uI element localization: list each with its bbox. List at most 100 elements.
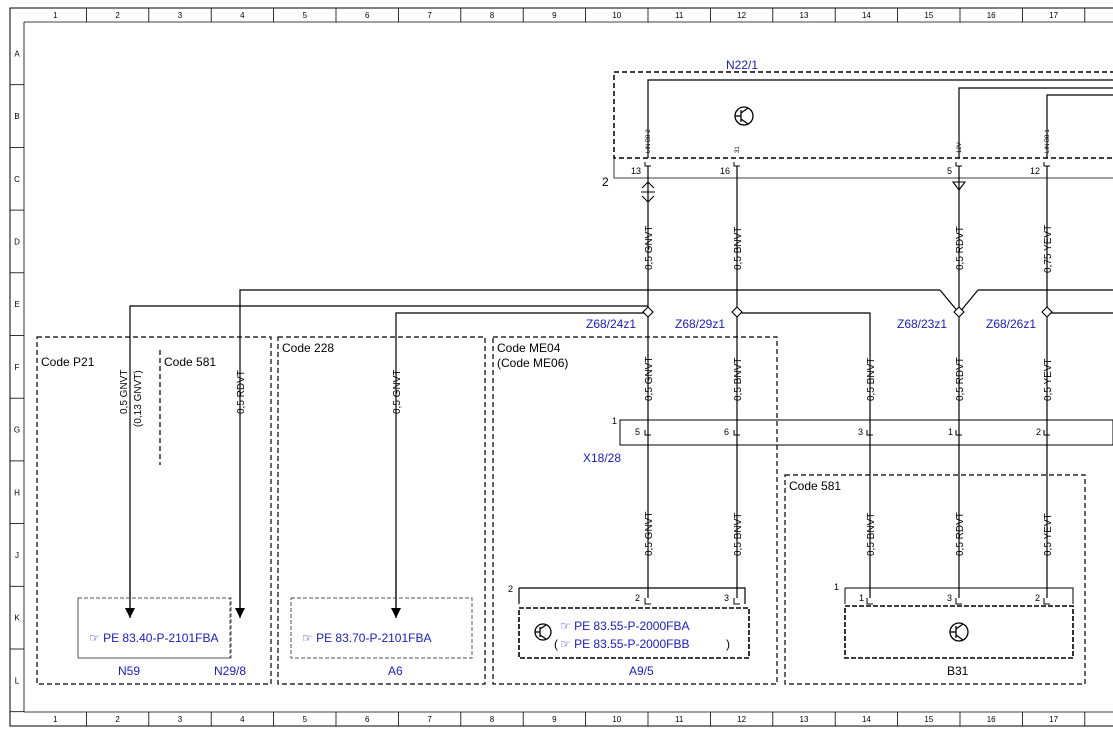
component-b31: 1 1 3 2 B31: [834, 582, 1074, 678]
wire-labels: 0,5 GNVT 0,5 BNVT 0,5 RDVT 0,75 YEVT 0,5…: [119, 225, 1054, 556]
wire-gnvt-low: 0,5 GNVT: [644, 512, 655, 556]
grid-column-label: 15: [924, 11, 933, 20]
grid-column-label: 16: [987, 715, 996, 724]
wire-rdvt-581: 0,5 RDVT: [236, 370, 247, 414]
connector-pin-6: 6: [724, 427, 729, 437]
grid-column-label: 2: [115, 11, 120, 20]
grid-column-label: 17: [1049, 11, 1058, 20]
grid-ticks: [10, 8, 1086, 726]
grid-column-label: 10: [612, 11, 621, 20]
grid-column-label: 7: [427, 11, 432, 20]
grid-column-label: 14: [862, 715, 871, 724]
b31-pin-2: 2: [1035, 593, 1040, 603]
wire-gnvt-mid: 0,5 GNVT: [644, 357, 655, 401]
component-n59-n29: ☞ PE 83.40-P-2101FBA N59 N29/8: [77, 597, 246, 678]
connector-x18-28: 1 X18/28 5 6 3 1 2: [583, 416, 1113, 465]
grid-column-label: 11: [675, 11, 684, 20]
grid-column-label: 7: [427, 715, 432, 724]
wire-yevt-mid: 0,5 YEVT: [1043, 358, 1054, 401]
component-b31-name: B31: [947, 664, 969, 678]
pin-12: 12: [1030, 166, 1040, 176]
wire-arrows: [125, 560, 401, 618]
b31-pin-3: 3: [947, 593, 952, 603]
transistor-icon: [734, 106, 754, 126]
wire-yevt-b31: 0,5 YEVT: [1043, 513, 1054, 556]
pin-5: 5: [947, 166, 952, 176]
component-a9-5-name: A9/5: [629, 664, 654, 678]
b31-marker: 1: [834, 582, 839, 592]
code-581-label: Code 581: [164, 355, 216, 369]
ref-n59-n29: ☞ PE 83.40-P-2101FBA: [89, 631, 219, 645]
ref-a95-2-open: (: [554, 637, 558, 651]
wire-gnvt-top: 0,5 GNVT: [644, 226, 655, 270]
ref-a95-2: ☞ PE 83.55-P-2000FBB: [560, 637, 690, 651]
grid-column-label: 10: [612, 715, 621, 724]
wire-gnvt-p21: 0,5 GNVT: [119, 370, 130, 414]
grid-row-label: J: [15, 551, 19, 560]
grid-column-label: 16: [987, 11, 996, 20]
splice-z68-29z1: Z68/29z1: [675, 317, 725, 331]
splice-diamonds: [642, 306, 1053, 318]
component-a6-name: A6: [388, 664, 403, 678]
code-p21-label: Code P21: [41, 355, 95, 369]
module-ground-marker: 2: [602, 175, 609, 189]
code-581-b31-label: Code 581: [789, 479, 841, 493]
pin-label-lin1: LIN B8-1: [1045, 129, 1051, 153]
a95-pin-3: 3: [724, 593, 729, 603]
code-228-label: Code 228: [282, 341, 334, 355]
wire-yevt-top: 0,75 YEVT: [1043, 225, 1054, 273]
ref-a95-1: ☞ PE 83.55-P-2000FBA: [560, 619, 690, 633]
grid-column-label: 11: [675, 715, 684, 724]
pin-16: 16: [720, 166, 730, 176]
grid-column-label: 8: [490, 11, 495, 20]
grid-row-label: D: [14, 237, 20, 246]
grid-column-label: 9: [552, 715, 557, 724]
module-n22-1: N22/1 2 LIN B8-2 31 12V LIN B8-1 13 16 5…: [602, 58, 1113, 189]
wire-rdvt-b31: 0,5 RDVT: [955, 512, 966, 556]
connector-marker: 1: [612, 416, 617, 426]
grid-column-label: 13: [800, 11, 809, 20]
code-labels: Code P21 Code 581 Code 228 Code ME04 (Co…: [41, 341, 841, 493]
grid-row-label: G: [14, 426, 20, 435]
component-n59: N59: [118, 664, 140, 678]
grid-row-label: B: [14, 112, 19, 121]
wire-rdvt-mid: 0,5 RDVT: [955, 357, 966, 401]
grid-row-label: C: [14, 175, 20, 184]
grid-column-label: 6: [365, 715, 370, 724]
transistor-icon: [534, 623, 552, 641]
grid-row-label: L: [15, 676, 20, 685]
connector-pin-1: 1: [948, 427, 953, 437]
connector-pin-3: 3: [858, 427, 863, 437]
pin-label-12v: 12V: [957, 142, 963, 153]
ref-a6: ☞ PE 83.70-P-2101FBA: [302, 631, 432, 645]
wires: [129, 166, 1113, 618]
connector-symbols: [641, 181, 967, 203]
grid-row-label: A: [14, 49, 20, 58]
grid-column-label: 1: [53, 715, 58, 724]
b31-pin-1: 1: [859, 593, 864, 603]
transistor-icon: [949, 622, 969, 642]
n59-box: [77, 597, 232, 659]
a95-marker: 2: [508, 584, 513, 594]
grid-row-label: K: [14, 614, 20, 623]
code-me06-label: (Code ME06): [497, 356, 568, 370]
grid-column-label: 14: [862, 11, 871, 20]
grid-column-label: 3: [178, 715, 183, 724]
grid-row-label: F: [15, 363, 20, 372]
wire-bnvt-top: 0,5 BNVT: [733, 227, 744, 270]
wire-bnvt-branch: 0,5 BNVT: [866, 358, 877, 401]
code-boxes: [36, 336, 1086, 685]
component-n29-8: N29/8: [214, 664, 246, 678]
splice-z68-26z1: Z68/26z1: [986, 317, 1036, 331]
grid-column-label: 12: [737, 715, 746, 724]
wire-gnvt-p21-alt: (0,13 GNVT): [133, 370, 144, 427]
connector-name: X18/28: [583, 451, 621, 465]
ref-a95-2-close: ): [726, 637, 730, 651]
grid-column-label: 12: [737, 11, 746, 20]
component-a6: ☞ PE 83.70-P-2101FBA A6: [290, 597, 473, 678]
splice-labels: Z68/24z1 Z68/29z1 Z68/23z1 Z68/26z1: [586, 317, 1036, 331]
code-me04-label: Code ME04: [497, 341, 561, 355]
pin-13: 13: [631, 166, 641, 176]
grid-column-label: 3: [178, 11, 183, 20]
